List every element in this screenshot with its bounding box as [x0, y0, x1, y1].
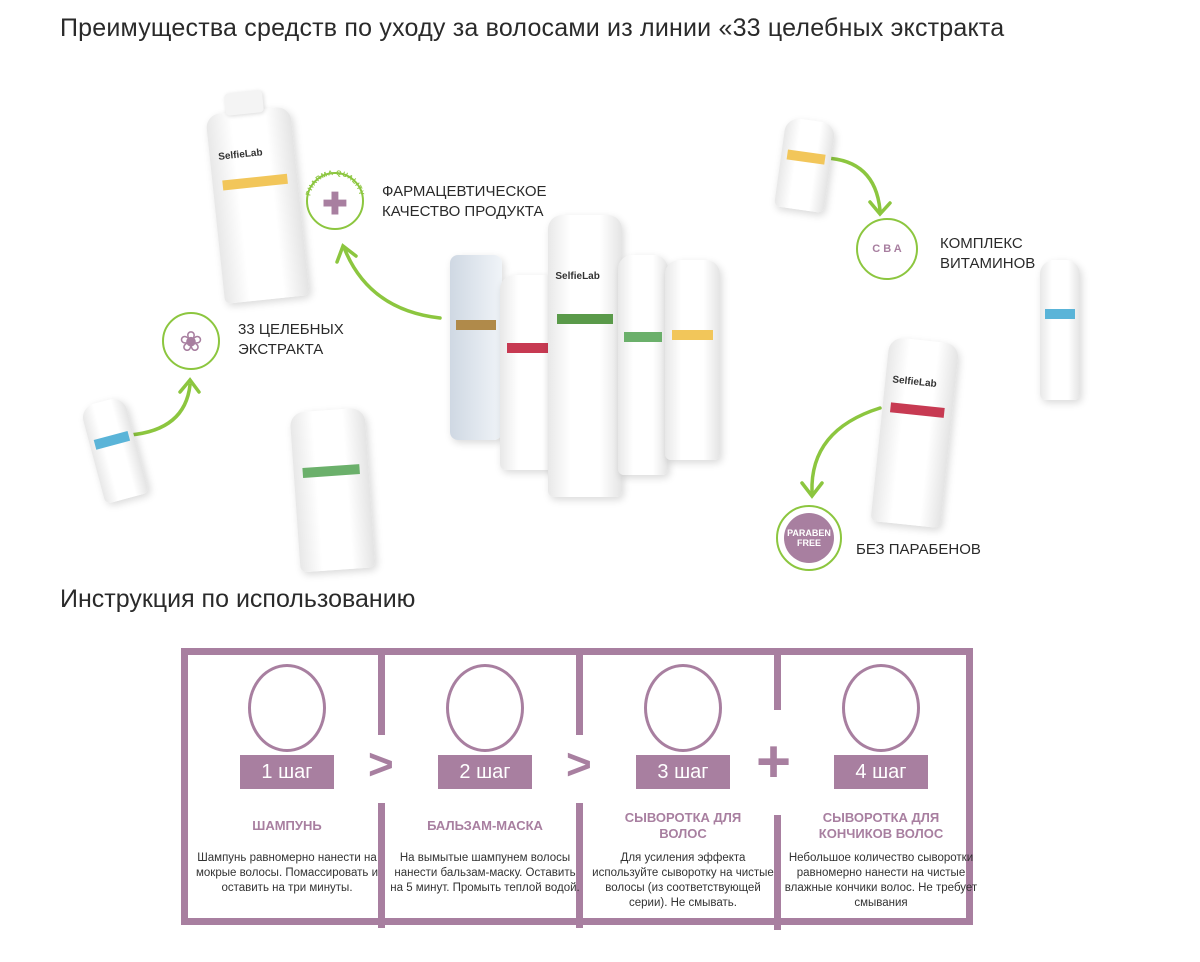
face-balm-icon [446, 664, 524, 752]
step-title: ШАМПУНЬ [252, 818, 322, 833]
product-bottle [1040, 260, 1080, 400]
vitamins-badge-text: C B A [872, 243, 902, 255]
step-text: Небольшое количество сыворотки равномерн… [784, 852, 978, 909]
next-arrow: > [368, 740, 394, 789]
pharma-quality-icon: ✚ [306, 172, 364, 230]
paraben-free-badge-text: PARABEN FREE [784, 513, 834, 563]
pharma-quality-badge-text: PHARMA QUALITY [305, 170, 364, 197]
step-badge: 1 шаг [240, 755, 334, 789]
divider [576, 803, 583, 928]
benefit-label: Без парабенов [856, 541, 981, 558]
plus-sign: + [756, 728, 792, 795]
product-bottle [79, 395, 150, 505]
product-bottle [773, 116, 837, 214]
brand-label: SelfieLab [217, 147, 264, 163]
product-bottle [450, 255, 502, 440]
step-text: Шампунь равномерно нанести на мокрые вол… [195, 852, 379, 894]
svg-text:PHARMA QUALITY: PHARMA QUALITY [305, 170, 364, 197]
product-bottle [289, 407, 376, 573]
product-bottle [618, 255, 668, 475]
product-bottle: SelfieLab [205, 106, 310, 304]
benefit-label: 33 целебных экстракта [238, 321, 344, 358]
next-arrow: > [566, 740, 592, 789]
paraben-free-icon: PARABEN FREE [776, 505, 842, 571]
product-bottle: SelfieLab [548, 215, 622, 497]
step-2: 2 шаг БАЛЬЗАМ-МАСКА На вымытые шампунем … [386, 655, 584, 918]
divider [576, 655, 583, 735]
step-3: 3 шаг СЫВОРОТКА ДЛЯ ВОЛОС Для усиления э… [584, 655, 782, 918]
vitamins-icon: C B A [856, 218, 918, 280]
benefit-label: Комплекс витаминов [940, 235, 1036, 272]
divider [774, 815, 781, 930]
benefit-label: Фармацевтическое качество продукта [382, 183, 547, 220]
step-title: БАЛЬЗАМ-МАСКА [427, 818, 543, 833]
face-shampoo-icon [248, 664, 326, 752]
step-title: СЫВОРОТКА ДЛЯ ВОЛОС [624, 810, 742, 841]
step-text: На вымытые шампунем волосы нанести бальз… [390, 852, 580, 894]
step-badge: 2 шаг [438, 755, 532, 789]
brand-label: SelfieLab [555, 271, 600, 283]
step-badge: 4 шаг [834, 755, 928, 789]
brand-label: SelfieLab [891, 374, 938, 390]
step-4: 4 шаг СЫВОРОТКА ДЛЯ КОНЧИКОВ ВОЛОС Небол… [782, 655, 980, 918]
divider [774, 655, 781, 710]
instructions-title: Инструкция по использованию [60, 585, 416, 613]
divider [378, 803, 385, 928]
step-1: 1 шаг ШАМПУНЬ Шампунь равномерно нанести… [188, 655, 386, 918]
instructions-panel: > > + 1 шаг ШАМПУНЬ Шампунь равномерно н… [181, 648, 977, 930]
product-bottle: SelfieLab [870, 336, 960, 529]
step-badge: 3 шаг [636, 755, 730, 789]
page-title: Преимущества средств по уходу за волосам… [60, 14, 1005, 42]
step-text: Для усиления эффекта используйте сыворот… [592, 852, 774, 909]
face-tips-serum-icon [842, 664, 920, 752]
herbal-extract-icon: ❀ [162, 312, 220, 370]
bottle-cap [223, 90, 265, 116]
product-bottle [665, 260, 720, 460]
face-serum-icon [644, 664, 722, 752]
divider [378, 655, 385, 735]
step-title: СЫВОРОТКА ДЛЯ КОНЧИКОВ ВОЛОС [818, 810, 944, 841]
